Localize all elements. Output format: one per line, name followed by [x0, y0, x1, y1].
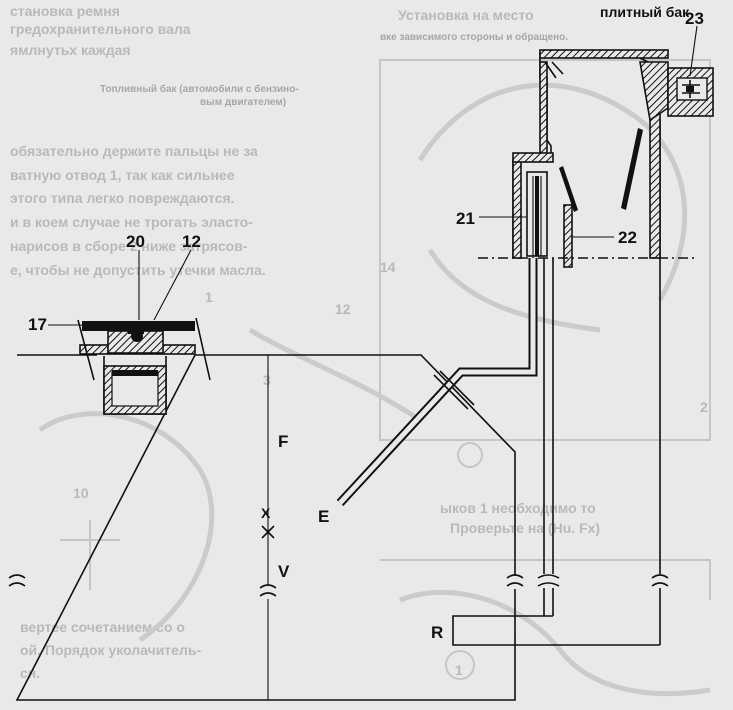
- bg-text-line: ыков 1 необходимо то: [440, 500, 596, 516]
- funnel-shoulder: [639, 61, 669, 122]
- part-labels: 20 12 17 21 22 23 F X V E R: [28, 9, 704, 642]
- pipe-grommet: [439, 370, 475, 406]
- bg-text-line: нарисов в сборе 2 ниже затрясов-: [10, 238, 248, 254]
- filler-cap-assembly: [77, 317, 211, 415]
- mark-x-cross: [261, 525, 275, 539]
- bg-text-line: гредохранительного вала: [10, 21, 191, 37]
- r-pipe-bottom: [452, 615, 660, 646]
- background-scan: становка ремня гредохранительного вала я…: [10, 3, 711, 697]
- bg-drawing-line: [417, 82, 688, 302]
- bg-drawing-line: [380, 559, 711, 600]
- bg-text-line: Установка на место: [398, 7, 534, 23]
- filler-neck-assembly: [478, 49, 714, 268]
- bg-text-line: Топливный бак (автомобили с бензино-: [100, 83, 299, 95]
- valve-core: [686, 86, 694, 92]
- bg-text-line: е, чтобы не допустить утечки масла.: [10, 262, 266, 278]
- tube-core: [535, 176, 539, 256]
- pipe-grommet: [433, 374, 469, 410]
- bg-text-line: ватную отвод 1, так как сильнее: [10, 167, 235, 183]
- neck-wall-section: [539, 61, 548, 155]
- cup-inner: [111, 371, 159, 407]
- leader-12: [153, 249, 192, 321]
- label-22: 22: [618, 228, 637, 247]
- neck-wall-section: [512, 159, 522, 259]
- bg-mark: 14: [380, 259, 396, 275]
- cup-top-bar: [112, 370, 158, 376]
- label-12: 12: [182, 232, 201, 251]
- flap-blade: [621, 128, 643, 210]
- valve-seat: [128, 328, 144, 334]
- label-r: R: [431, 623, 443, 642]
- flap-blade: [559, 166, 578, 212]
- bg-drawing-circle: [457, 442, 483, 468]
- label-f: F: [278, 432, 288, 451]
- bg-drawing-line: [427, 248, 601, 333]
- label-v: V: [278, 562, 290, 581]
- bg-mark: 12: [335, 301, 351, 317]
- bg-mark: 1: [455, 662, 463, 678]
- label-x: X: [261, 505, 271, 521]
- bg-text-line: ой. Порядок уколачитель-: [20, 642, 201, 658]
- return-pipes: [452, 258, 669, 646]
- flange-section-line: [77, 319, 95, 381]
- leader-23: [689, 25, 698, 77]
- bg-text-line: обязательно держите пальцы не за: [10, 143, 258, 159]
- bg-drawing-circle: [445, 650, 475, 680]
- neck-lip-detail: [544, 61, 564, 79]
- bg-drawing-line: [60, 520, 120, 590]
- bg-text-line: вертее сочетанием со о: [20, 619, 185, 635]
- bg-drawing-frame: [379, 59, 711, 441]
- bg-mark: 2: [700, 399, 708, 415]
- break-mark-left: [8, 574, 26, 590]
- tank-outline: [8, 354, 524, 701]
- bg-mark: 3: [263, 372, 271, 388]
- neck-top-lip: [539, 49, 669, 59]
- neck-step: [512, 152, 554, 163]
- cap-plate: [82, 321, 195, 331]
- bg-drawing-line: [248, 327, 422, 423]
- bg-mark: 1: [205, 289, 213, 305]
- bg-text-line: и в коем случае не трогать эласто-: [10, 214, 253, 230]
- level-marks: [261, 525, 275, 539]
- bg-text-line: ямлнутьх каждая: [10, 42, 131, 58]
- break-mark-pipe: [651, 574, 669, 588]
- bg-text-line: Проверьте на (Hu. Fx): [450, 520, 600, 536]
- bg-text-line: вке зависимого стороны и обращено.: [380, 31, 568, 43]
- break-mark-divider: [259, 584, 277, 599]
- pipe-e-inner: [338, 258, 536, 505]
- bg-drawing-line: [38, 411, 215, 643]
- label-20: 20: [126, 232, 145, 251]
- bg-heading: плитный бак: [600, 4, 690, 20]
- bg-text-line: этого типа легко повреждаются.: [10, 190, 235, 206]
- bg-text-line: становка ремня: [10, 3, 120, 19]
- bg-text-line: вым двигателем): [200, 97, 286, 108]
- bg-mark: 10: [73, 485, 89, 501]
- pipe-e-outer: [336, 258, 538, 507]
- funnel-wall-section: [649, 111, 661, 259]
- label-e: E: [318, 507, 329, 526]
- part-22-element: [563, 204, 573, 268]
- label-17: 17: [28, 315, 47, 334]
- label-23: 23: [685, 9, 704, 28]
- leader-lines: [48, 25, 698, 326]
- flange-section-line: [195, 317, 211, 381]
- breather-pipe: [336, 258, 538, 507]
- break-mark-right: [506, 574, 524, 589]
- bg-drawing-line: [399, 589, 711, 697]
- label-21: 21: [456, 209, 475, 228]
- break-mark-pipe: [537, 574, 560, 588]
